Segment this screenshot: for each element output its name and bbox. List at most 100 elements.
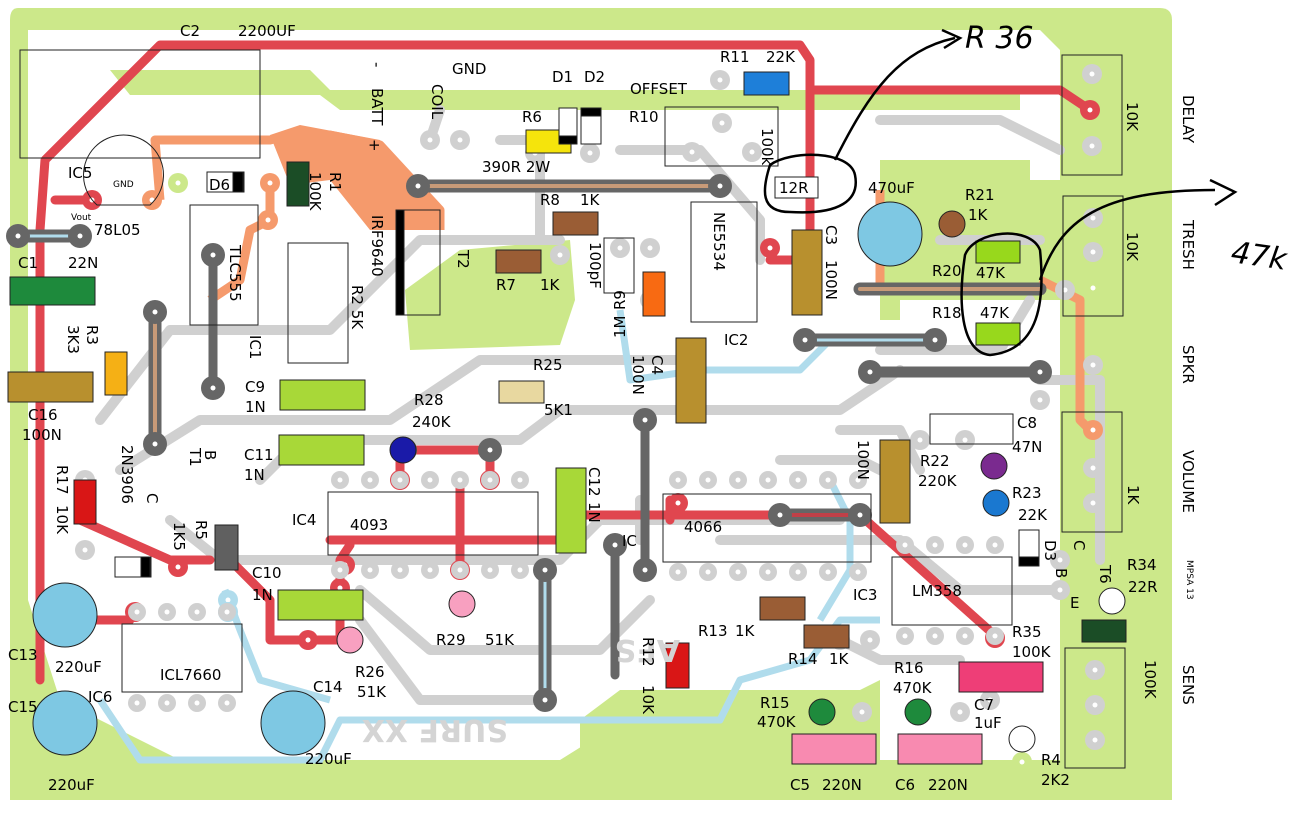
pad-hole xyxy=(210,385,216,391)
d6-band xyxy=(232,171,244,193)
label-c15-value: 220uF xyxy=(48,776,95,794)
label-c11: C11 xyxy=(244,446,274,464)
label-r1-value: 100K xyxy=(306,172,324,212)
pad-hole xyxy=(487,477,493,483)
pad-hole xyxy=(1089,71,1095,77)
label-r25: R25 xyxy=(533,356,563,374)
pad-hole xyxy=(749,149,755,155)
label-c5-value: 220N xyxy=(822,776,862,794)
pad-hole xyxy=(962,633,968,639)
label-pot-spkr: SPKR xyxy=(1179,345,1197,384)
label-r6-value: 390R 2W xyxy=(482,158,550,176)
label-t6-b: B xyxy=(1052,568,1070,578)
label-r26-value: 51K xyxy=(357,683,387,701)
pad-hole xyxy=(719,120,725,126)
pad-hole xyxy=(795,477,801,483)
label-c3-value: 100N xyxy=(822,260,840,300)
pad-hole xyxy=(225,597,231,603)
c12-body xyxy=(555,467,587,554)
pad-hole xyxy=(765,569,771,575)
c10-body xyxy=(277,589,364,621)
label-r25-value: 5K1 xyxy=(544,401,573,419)
label-r7-value: 1K xyxy=(540,276,561,294)
label-r11-value: 22K xyxy=(766,48,796,66)
t2-tab xyxy=(395,209,405,316)
label-ic4-part: 4093 xyxy=(350,516,388,534)
c3-body xyxy=(791,229,823,316)
c13-body xyxy=(32,582,98,648)
r21-body xyxy=(938,210,966,238)
pad-hole xyxy=(15,233,21,239)
pad-hole xyxy=(1087,107,1093,113)
label-c6: C6 xyxy=(895,776,915,794)
label-r26: R26 xyxy=(355,663,385,681)
pad-hole xyxy=(1090,500,1096,506)
label-ic: IC xyxy=(622,532,637,550)
label-r23: R23 xyxy=(1012,484,1042,502)
label-r22-value: 220K xyxy=(918,472,958,490)
label-r15-value: 470K xyxy=(757,713,797,731)
c15-body xyxy=(32,690,98,756)
pad-hole xyxy=(397,567,403,573)
label-ic5-gnd: GND xyxy=(113,180,134,190)
pad-hole xyxy=(1037,369,1043,375)
r26-body xyxy=(336,626,364,654)
r34-body xyxy=(1098,587,1126,615)
pad-hole xyxy=(1092,737,1098,743)
label-r3-value: 3K3 xyxy=(64,325,82,354)
label-c5: C5 xyxy=(790,776,810,794)
label-r12-value: 10K xyxy=(639,685,657,715)
label-t6: T6 xyxy=(1096,564,1114,584)
label-batt: BATT xyxy=(368,88,386,126)
pad-hole xyxy=(77,233,83,239)
pad-hole xyxy=(717,183,723,189)
label-r21-value: 1K xyxy=(968,206,989,224)
pad-hole xyxy=(152,309,158,315)
annotation-47k: 47k xyxy=(1229,235,1290,278)
pad-hole xyxy=(992,633,998,639)
label-coil: COIL xyxy=(428,84,446,120)
r12-body xyxy=(665,642,690,689)
label-r3: R3 xyxy=(83,325,101,345)
label-c2-value: 2200UF xyxy=(238,22,296,40)
pad-hole xyxy=(152,441,158,447)
hand-annotations xyxy=(763,28,1238,357)
pad-hole xyxy=(902,633,908,639)
label-c14: C14 xyxy=(313,678,343,696)
r20-body xyxy=(975,240,1021,264)
pad-hole xyxy=(642,567,648,573)
pad-hole xyxy=(337,567,343,573)
pad-hole xyxy=(617,245,623,251)
r3-body xyxy=(104,351,128,396)
label-r35-value: 100K xyxy=(1012,643,1052,661)
board-text-surf: SURF XX xyxy=(362,712,508,747)
r15-body xyxy=(808,698,836,726)
label-r10-value: 100k xyxy=(758,128,776,166)
d-bottom-band xyxy=(140,556,151,578)
label-t1-c: C xyxy=(143,493,161,503)
label-c1-value: 22N xyxy=(68,254,98,272)
c-100n-right-body xyxy=(879,439,911,524)
label-r14: R14 xyxy=(788,650,818,668)
label-r14-value: 1K xyxy=(829,650,850,668)
label-t6-c: C xyxy=(1070,540,1088,550)
label-pot-volume: VOLUME xyxy=(1179,450,1197,513)
pad-hole xyxy=(267,180,273,186)
label-r7: R7 xyxy=(496,276,516,294)
r28-body xyxy=(389,436,417,464)
ic5-body xyxy=(83,134,164,206)
pad-hole xyxy=(587,150,593,156)
pad-hole xyxy=(397,477,403,483)
pad-hole xyxy=(1089,143,1095,149)
label-t6-e: E xyxy=(1070,594,1079,612)
pad-hole xyxy=(224,700,230,706)
pad-hole xyxy=(224,609,230,615)
pad-hole xyxy=(1092,702,1098,708)
r14-body xyxy=(803,624,850,649)
label-ic5-vout: Vout xyxy=(71,213,92,223)
pad-hole xyxy=(1090,285,1096,291)
label-r29-value: 51K xyxy=(485,631,515,649)
pad-hole xyxy=(487,567,493,573)
jumpers xyxy=(11,179,1047,707)
label-d2: D2 xyxy=(584,68,605,86)
